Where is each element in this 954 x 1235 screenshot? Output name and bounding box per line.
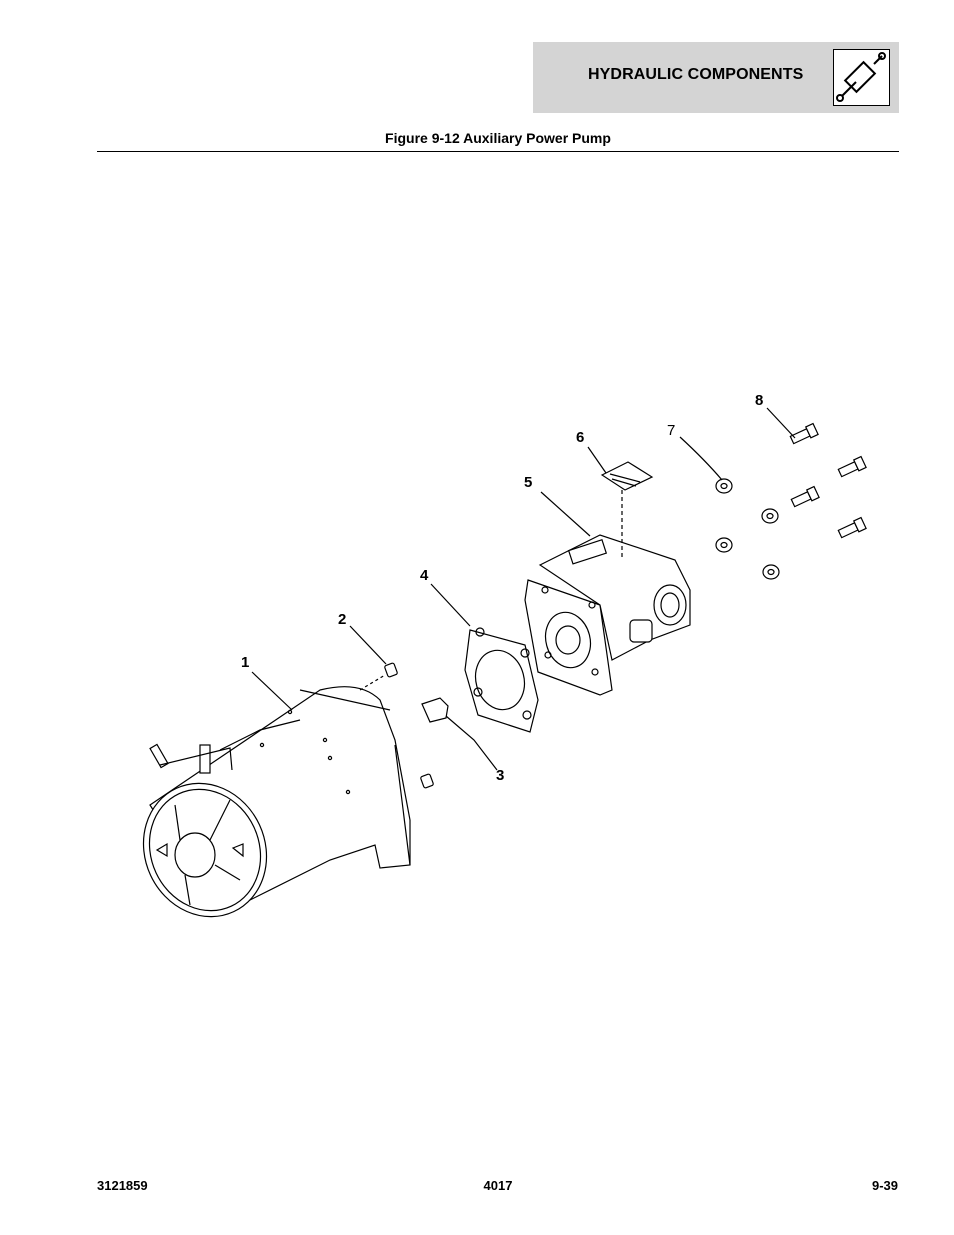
callout-6: 6 <box>576 429 584 446</box>
callout-4: 4 <box>420 567 429 584</box>
motor-assembly <box>142 686 411 918</box>
callout-7: 7 <box>667 422 675 439</box>
bolts-part-8 <box>789 422 867 539</box>
callout-2: 2 <box>338 611 346 628</box>
page-number: 9-39 <box>871 1178 898 1193</box>
section-header: HYDRAULIC COMPONENTS <box>533 42 899 113</box>
document-number: 3121859 <box>97 1178 148 1193</box>
callout-1: 1 <box>241 654 249 671</box>
gasket-part-4 <box>464 627 539 733</box>
screw-part-2 <box>359 662 434 789</box>
callout-5: 5 <box>524 474 532 491</box>
section-title: HYDRAULIC COMPONENTS <box>588 66 804 83</box>
washers-part-7 <box>715 478 780 580</box>
figure-caption: Figure 9-12 Auxiliary Power Pump <box>385 130 611 146</box>
plate-part-6 <box>600 461 654 491</box>
caption-divider <box>97 151 899 152</box>
callout-8: 8 <box>755 392 763 409</box>
callout-3: 3 <box>496 767 504 784</box>
hydraulic-cylinder-icon <box>833 49 890 106</box>
model-number: 4017 <box>483 1178 513 1193</box>
key-part-3 <box>421 697 449 723</box>
pump-part-5 <box>524 490 691 696</box>
